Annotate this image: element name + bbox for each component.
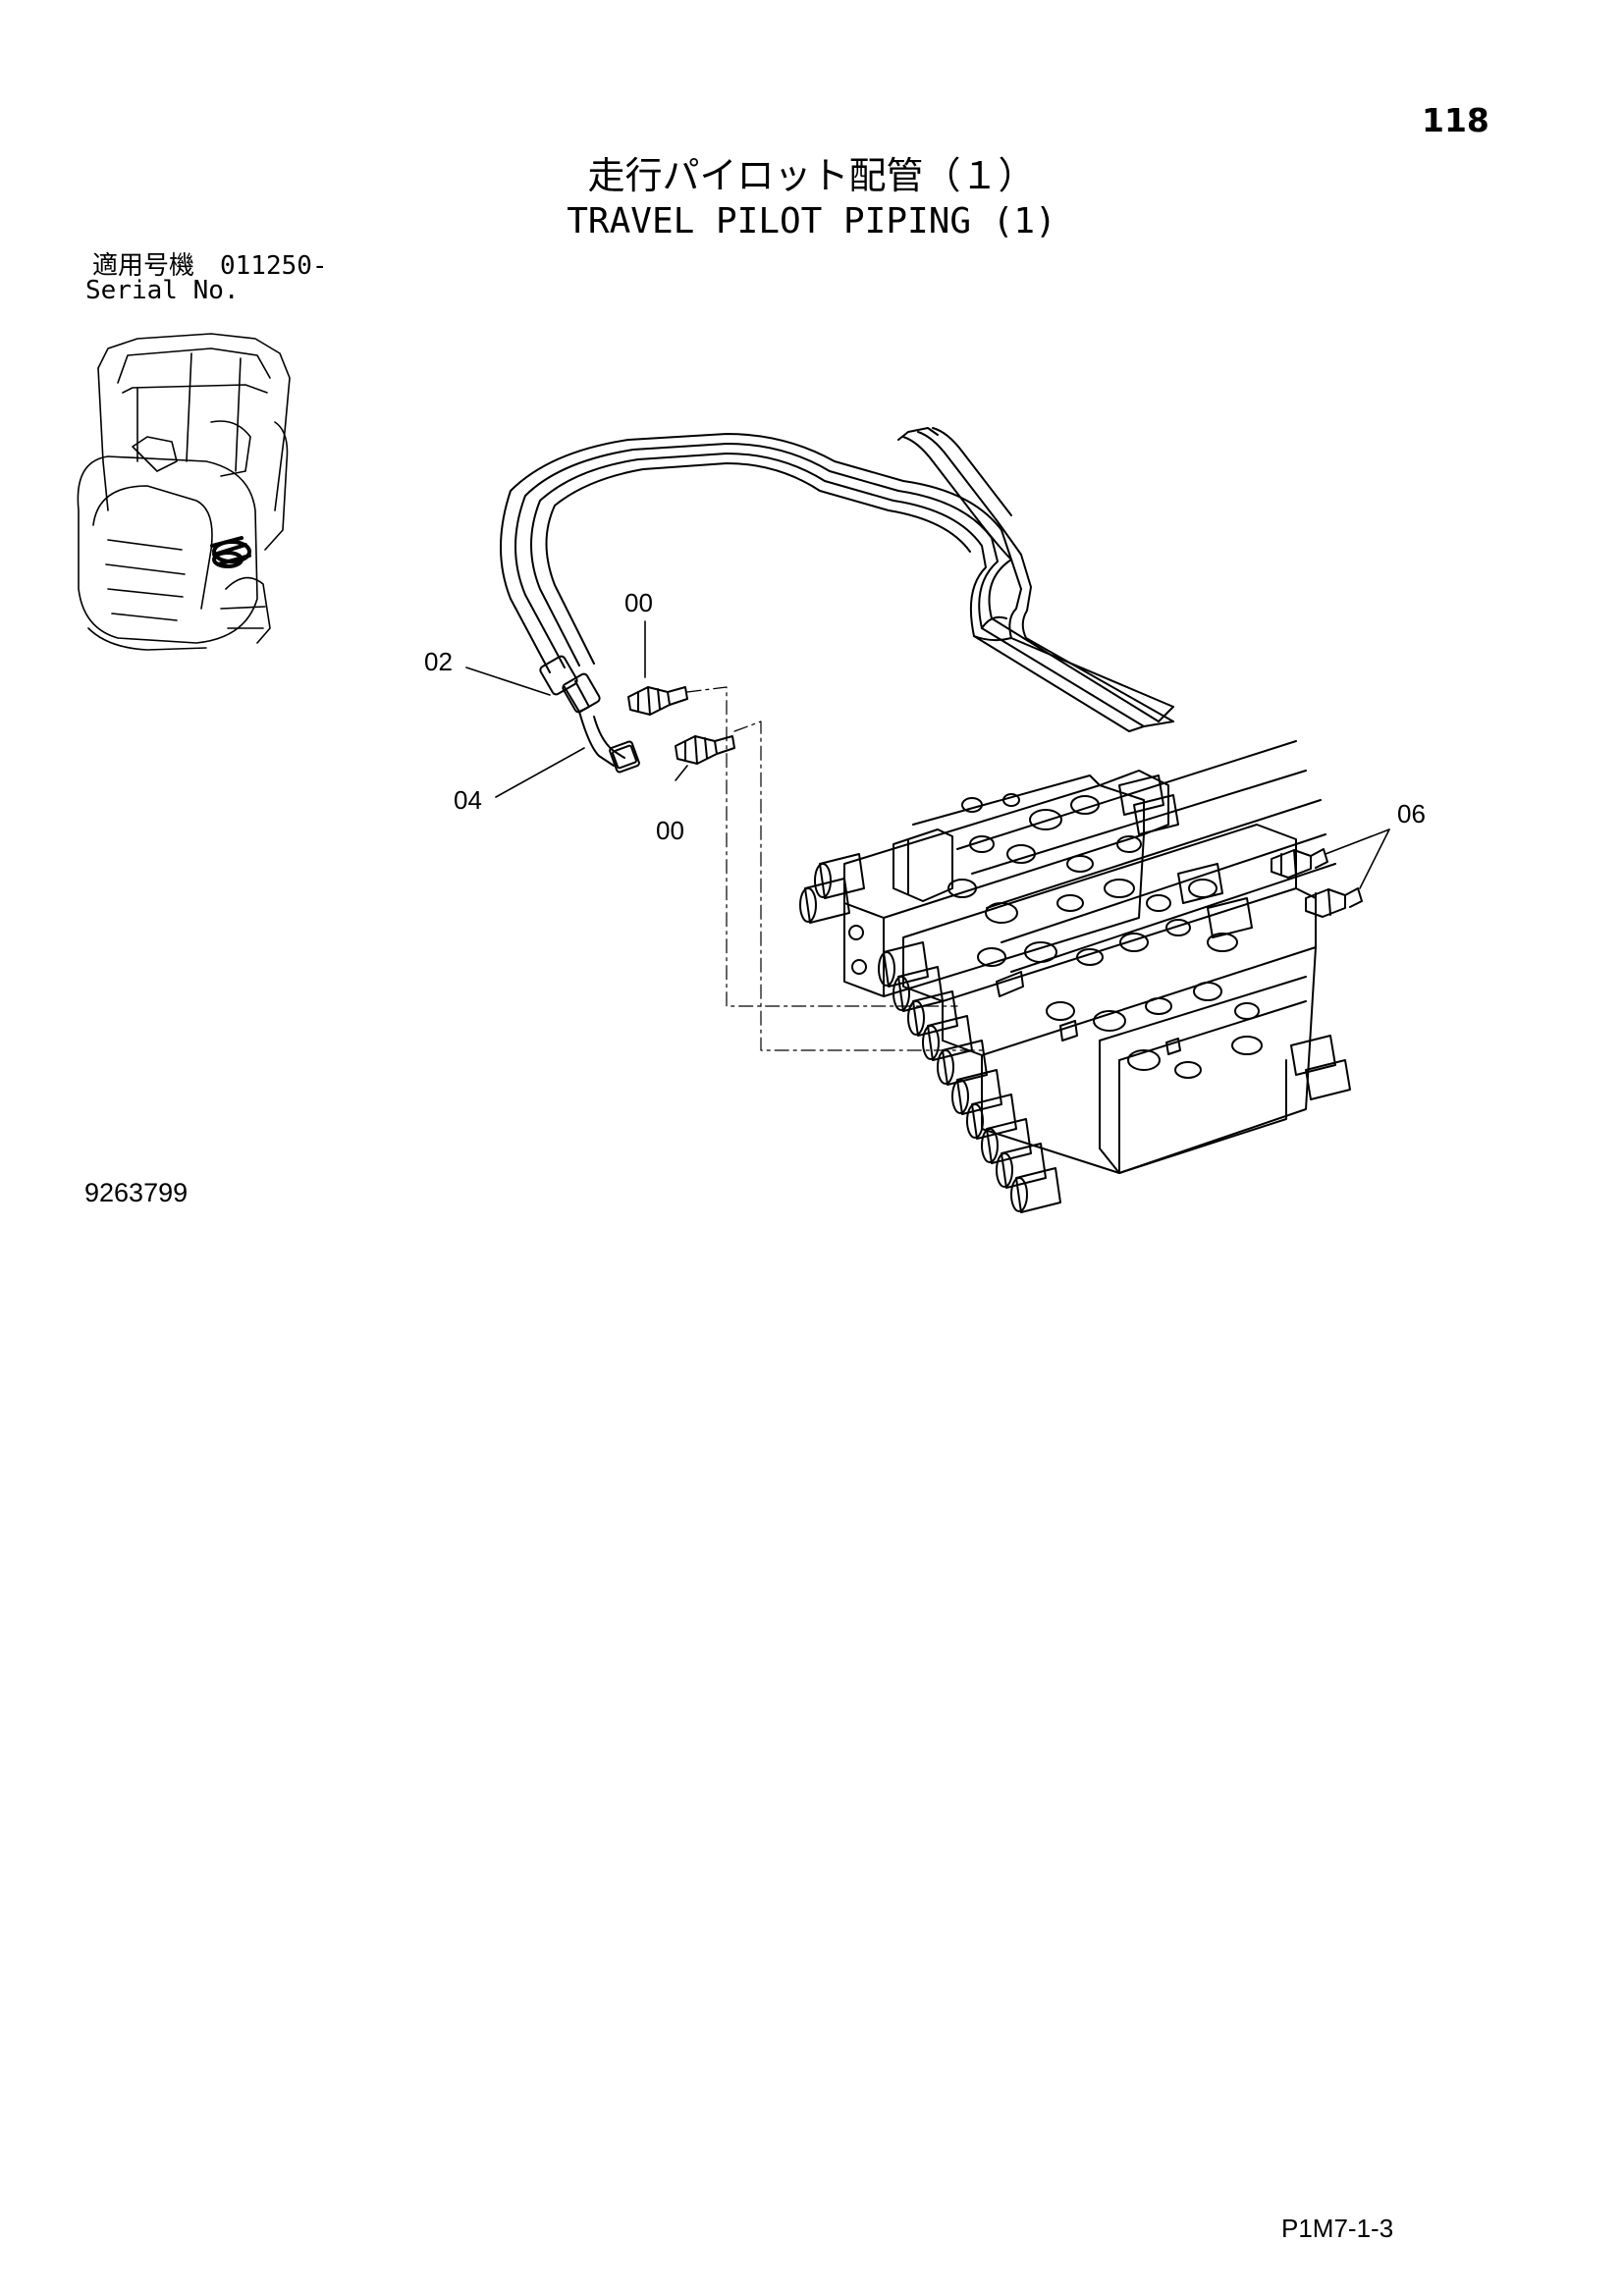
callout-labels: 00 02 04 00 06 xyxy=(424,588,1426,845)
assembly-guide-lines xyxy=(686,686,983,1051)
control-valve-assembly xyxy=(843,740,1336,1174)
valve-ports xyxy=(848,793,1263,1079)
callout-04: 04 xyxy=(454,785,482,815)
highlighted-piping-area xyxy=(210,536,251,568)
callout-02: 02 xyxy=(424,647,453,676)
serial-no-label: Serial No. xyxy=(85,276,240,305)
page-title-japanese: 走行パイロット配管（１） xyxy=(587,154,1036,197)
page-title-english: TRAVEL PILOT PIPING (1) xyxy=(567,201,1056,241)
serial-applicability-label: 適用号機 011250- xyxy=(92,251,328,281)
callout-06: 06 xyxy=(1397,799,1426,828)
callout-00-lower: 00 xyxy=(656,816,684,845)
reference-code: P1M7-1-3 xyxy=(1281,2214,1394,2243)
callout-leaders xyxy=(465,620,1390,889)
drawing-number: 9263799 xyxy=(84,1178,189,1207)
travel-pilot-hoses xyxy=(500,427,1174,774)
page-number: 118 xyxy=(1422,101,1489,139)
callout-00-upper: 00 xyxy=(624,588,653,617)
machine-locator-thumbnail xyxy=(77,333,291,651)
adapter-fittings xyxy=(627,686,735,765)
pilot-fittings-06 xyxy=(1271,848,1363,918)
spool-end-caps xyxy=(799,774,1351,1213)
